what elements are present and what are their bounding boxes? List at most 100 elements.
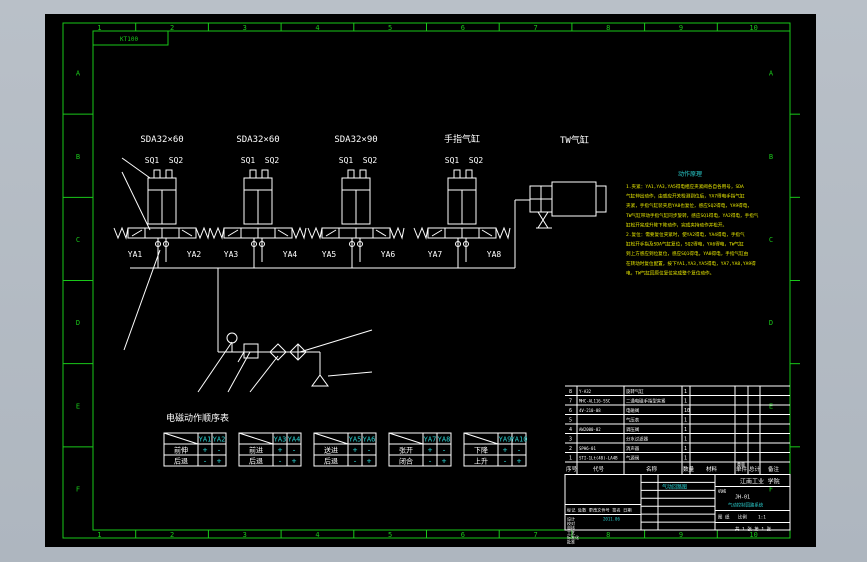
valve-label: YA2: [187, 250, 202, 259]
bom-name: 旋转气缸: [626, 388, 644, 395]
sequence-cell: -: [292, 446, 297, 455]
bom-header: 名称: [646, 465, 658, 473]
sequence-row-label: 前伸: [174, 446, 188, 455]
signature-label: 设计: [567, 516, 575, 522]
sequence-col-header: YA3: [274, 436, 287, 444]
bom-name: 分水过滤器: [626, 436, 649, 443]
zone-col-bottom: 7: [533, 531, 537, 539]
bom-no: 4: [569, 427, 572, 433]
sequence-cell: -: [428, 457, 433, 466]
leader-lines: [121, 157, 373, 393]
sequence-cell: +: [503, 446, 508, 455]
zone-row-left: B: [76, 153, 80, 161]
sequence-cell: -: [503, 457, 508, 466]
signature-label: 标准化: [567, 534, 579, 540]
sequence-cell: +: [353, 446, 358, 455]
cell-dims: 图 纸: [718, 514, 730, 521]
sequence-title: 电磁动作顺序表: [166, 412, 229, 424]
note-line: 2.复位：需要复位夹紧时，使YA2得电，YA4得电，手指气: [626, 231, 745, 238]
sequence-row-label: 后退: [324, 457, 338, 466]
scale-value: 1:1: [758, 515, 766, 521]
note-line: 电，TW气缸回原位复位完成整个复位动作。: [626, 269, 714, 276]
zone-row-right: C: [769, 236, 773, 244]
bom-header: 备注: [768, 465, 780, 473]
drawing-no: JH-01: [735, 495, 750, 501]
zone-col-bottom: 3: [243, 531, 247, 539]
sequence-cell: -: [278, 457, 283, 466]
cylinder-title: SDA32×90: [334, 135, 377, 145]
bom-qty: 1: [684, 437, 687, 443]
sequence-col-header: YA9: [499, 436, 512, 444]
valve-label: YA1: [128, 250, 143, 259]
sequence-cell: +: [367, 457, 372, 466]
valve-label: YA3: [224, 250, 239, 259]
valve-label: YA5: [322, 250, 337, 259]
bom-qty: 1: [684, 427, 687, 433]
zone-row-right: E: [769, 402, 773, 410]
zone-col-bottom: 10: [749, 531, 757, 539]
sequence-col-header: YA10: [511, 436, 528, 444]
drawing-title: 气动回路图: [662, 484, 687, 491]
air-preparation-unit: [226, 332, 373, 387]
note-line: 在转动时复位配置，按下YA1,YA3,YA5得电，YA7,YA8,YA9得: [626, 260, 756, 267]
operating-principle-notes: 动作原理 1.夹紧：YA1,YA3,YA5得电相应夹紧阀各自各用号，SDA 气缸…: [626, 170, 759, 276]
bom-header: 材料: [706, 465, 718, 473]
tw-cylinder: TW气缸: [529, 134, 607, 229]
bom-header: 序号: [566, 465, 578, 473]
bom-qty: 1: [684, 389, 687, 395]
sequence-col-header: YA4: [288, 436, 301, 444]
zone-row-right: D: [769, 319, 773, 327]
valve-label: YA8: [487, 250, 502, 259]
zone-col-bottom: 1: [97, 531, 101, 539]
signature-label: 审核: [567, 525, 575, 531]
sensor-label: SQ1: [145, 156, 160, 165]
zone-row-left: F: [76, 485, 80, 493]
sequence-col-header: YA8: [438, 436, 451, 444]
zone-col-bottom: 2: [170, 531, 174, 539]
supply-lines: [130, 199, 530, 375]
note-line: TW气缸带动手指气缸同步旋转，感应SQ1得电，YA2得电，手指气: [626, 212, 759, 219]
zone-col-top: 9: [679, 24, 683, 32]
sequence-cell: -: [217, 446, 222, 455]
sensor-label: SQ2: [169, 156, 184, 165]
sequence-row-label: 后退: [249, 457, 263, 466]
bom-no: 8: [569, 389, 572, 395]
sequence-col-header: YA7: [424, 436, 437, 444]
bom-header: 单件: [736, 465, 748, 473]
zone-row-left: D: [76, 319, 80, 327]
company-name: 江南工业 学院: [740, 478, 780, 486]
bom-qty: 1: [684, 418, 687, 424]
signature-label: 工艺: [567, 530, 575, 535]
zone-col-top: 4: [315, 24, 319, 32]
zone-row-right: A: [769, 70, 774, 78]
sequence-cell: +: [217, 457, 222, 466]
zone-row-right: B: [769, 153, 773, 161]
note-line: 1.夹紧：YA1,YA3,YA5得电相应夹紧阀各自各用号，SDA: [626, 183, 744, 190]
stamp-box: [92, 30, 169, 46]
valve-label: YA6: [381, 250, 396, 259]
tw-cylinder-title: TW气缸: [560, 134, 589, 146]
bom-header: 总计: [749, 465, 761, 473]
bom-no: 1: [569, 456, 572, 462]
sequence-cell: +: [203, 446, 208, 455]
bom-qty: 1: [684, 399, 687, 405]
sequence-cell: +: [278, 446, 283, 455]
revision-row: 标记 处数 更改文件号 签名 日期: [567, 507, 632, 514]
zone-col-top: 5: [388, 24, 392, 32]
stamp-text: KT100: [120, 36, 138, 43]
bom-no: 7: [569, 399, 572, 405]
cylinder-title: SDA32×60: [140, 135, 183, 145]
note-line: 缸松开完成升降下降动作，完成夹持动作并松开。: [626, 221, 727, 228]
valve-label: YA7: [428, 250, 443, 259]
note-line: 夹紧，手指气缸装夹后YA8也复位，感应SQ2得电，YA9得电，: [626, 202, 752, 209]
bom-code: SPH6-01: [579, 446, 596, 451]
